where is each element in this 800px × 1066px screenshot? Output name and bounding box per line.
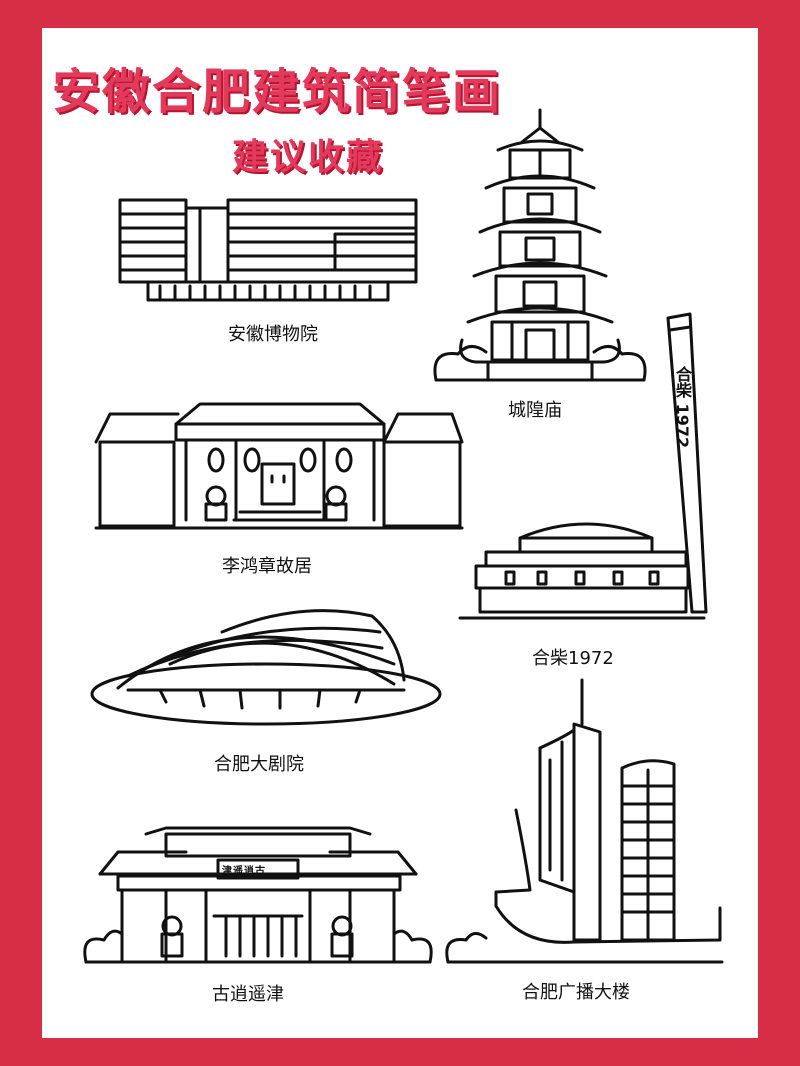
gate-plaque: 津遥逍古 — [222, 866, 266, 877]
xiaoyaojin-gate-drawing — [83, 826, 433, 964]
chimney-text: 合柴 1972 — [673, 366, 692, 449]
town-god-temple-drawing — [433, 108, 647, 382]
li-hongzhang-residence-drawing — [94, 402, 464, 530]
label-town-god-temple: 城隍庙 — [508, 400, 562, 421]
anhui-museum-drawing — [118, 198, 418, 302]
label-hefei-grand-theatre: 合肥大剧院 — [214, 754, 304, 775]
hefei-broadcast-building-drawing — [445, 678, 724, 964]
hefei-grand-theatre-drawing — [90, 609, 442, 726]
label-xiaoyaojin: 古逍遥津 — [212, 984, 284, 1005]
poster-subtitle: 建议收藏 — [232, 137, 385, 178]
label-anhui-museum: 安徽博物院 — [228, 324, 318, 345]
hechai-1972-drawing — [458, 312, 708, 620]
label-hefei-broadcast-building: 合肥广播大楼 — [522, 982, 630, 1003]
label-li-hongzhang-residence: 李鸿章故居 — [222, 556, 312, 577]
poster-title: 安徽合肥建筑简笔画 — [52, 64, 503, 120]
label-hechai-1972: 合柴1972 — [532, 648, 614, 669]
